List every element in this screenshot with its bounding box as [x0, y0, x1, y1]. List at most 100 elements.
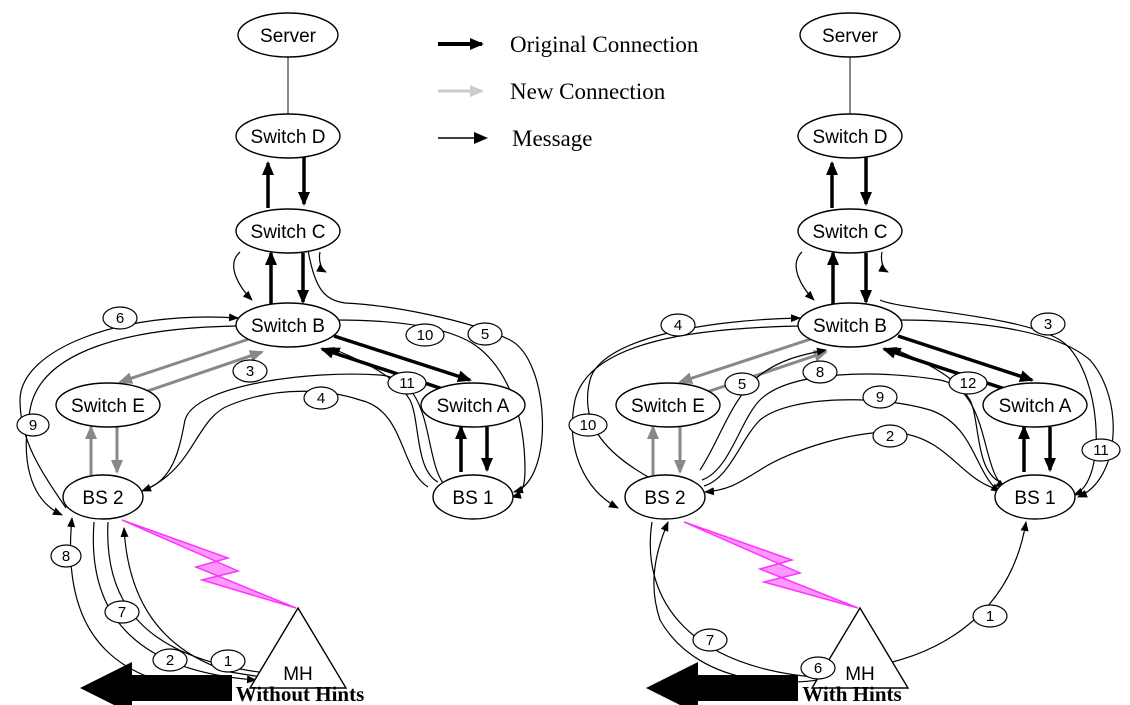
node-switch-e-label: Switch E	[71, 396, 145, 417]
msg-11-path	[897, 319, 1114, 498]
step-label-8: 8	[62, 548, 70, 565]
step-label: 10	[405, 323, 445, 347]
msg-12-path	[891, 347, 1001, 483]
node-switch-e: Switch E	[615, 382, 721, 428]
msg-b-to-c-loop	[878, 251, 889, 273]
step-label-2: 2	[166, 652, 174, 669]
legend-new: New Connection	[438, 79, 666, 104]
step-label: 5	[467, 322, 503, 346]
step-label-11: 11	[1093, 442, 1109, 459]
msg-7-path	[92, 521, 257, 684]
node-switch-d-label: Switch D	[251, 127, 326, 148]
node-switch-d: Switch D	[235, 113, 341, 159]
node-switch-d: Switch D	[797, 113, 903, 159]
step-label-7: 7	[706, 632, 714, 649]
step-label: 1	[972, 604, 1008, 628]
step-label: 12	[948, 371, 988, 395]
node-switch-d-label: Switch D	[813, 127, 888, 148]
node-bs2: BS 2	[624, 474, 706, 520]
node-switch-a-label: Switch A	[437, 396, 510, 417]
orig-b-to-a	[897, 334, 1034, 382]
msg-9-path	[25, 325, 237, 516]
step-label-3: 3	[246, 363, 254, 380]
step-label-10: 10	[580, 417, 597, 434]
step-label: 3	[232, 359, 268, 383]
node-bs1: BS 1	[994, 474, 1076, 520]
node-mh-label: MH	[283, 664, 313, 685]
orig-b-to-a	[333, 334, 472, 383]
msg-4-path	[141, 390, 429, 492]
step-label-7: 7	[118, 604, 126, 621]
step-label: 2	[872, 424, 908, 448]
node-bs2-label: BS 2	[82, 488, 123, 509]
node-switch-b-label: Switch B	[813, 316, 887, 337]
msg-8-path	[701, 373, 1006, 489]
movement-arrow	[80, 662, 232, 705]
step-label-6: 6	[116, 310, 124, 327]
step-label-11: 11	[399, 375, 415, 392]
step-label-10: 10	[417, 327, 434, 344]
orig-a-to-b	[882, 347, 1021, 396]
step-label: 9	[16, 413, 50, 437]
node-switch-e-label: Switch E	[631, 396, 705, 417]
step-label: 1	[210, 649, 246, 673]
node-bs1-label: BS 1	[452, 488, 493, 509]
legend-new-label: New Connection	[510, 79, 666, 104]
node-switch-c-label: Switch C	[813, 222, 888, 243]
step-label-8: 8	[816, 364, 824, 381]
msg-5-path	[307, 249, 544, 494]
msg-8-path	[67, 517, 233, 691]
msg-2-path	[704, 431, 1001, 496]
node-bs2-label: BS 2	[644, 488, 685, 509]
step-label: 4	[660, 313, 696, 337]
step-label-9: 9	[876, 389, 884, 406]
node-mh: MH	[810, 606, 910, 689]
msg-1-path	[859, 521, 1029, 669]
node-bs1-label: BS 1	[1014, 488, 1055, 509]
step-label-1: 1	[986, 608, 994, 625]
wireless-link	[683, 521, 859, 609]
legend-message: Message	[438, 126, 592, 151]
msg-10-path	[335, 319, 526, 499]
step-label: 4	[303, 386, 339, 410]
step-label: 11	[387, 371, 427, 395]
step-label: 8	[50, 544, 82, 568]
orig-a-to-b	[320, 347, 459, 396]
legend-message-label: Message	[512, 126, 592, 151]
wireless-link	[121, 519, 297, 609]
node-server-label: Server	[260, 26, 317, 47]
msg-c-to-b-loop	[795, 251, 815, 301]
step-label: 6	[102, 306, 138, 330]
node-server: Server	[799, 12, 901, 58]
new-e-to-b	[129, 350, 264, 399]
node-switch-c: Switch C	[797, 208, 903, 254]
new-b-to-e	[678, 336, 815, 384]
node-switch-c-label: Switch C	[251, 222, 326, 243]
node-mh-label: MH	[845, 664, 875, 685]
step-label-2: 2	[886, 428, 894, 445]
step-label: 3	[1030, 312, 1066, 336]
panel-without-hints: Server Switch D Switch C Switch B Switch…	[16, 12, 544, 705]
node-switch-a: Switch A	[420, 382, 526, 428]
msg-6-path	[19, 313, 239, 509]
node-switch-c: Switch C	[235, 208, 341, 254]
msg-10-path	[571, 325, 801, 509]
panel-with-hints: Server Switch D Switch C Switch B Switch…	[568, 12, 1121, 705]
msg-6-path	[653, 521, 856, 683]
node-server: Server	[237, 12, 339, 58]
step-label-12: 12	[960, 375, 977, 392]
step-label: 6	[800, 656, 836, 680]
legend: Original Connection New Connection Messa…	[438, 32, 699, 151]
node-mh: MH	[248, 606, 348, 689]
panel-caption: Without Hints	[236, 682, 365, 705]
step-label-6: 6	[814, 660, 822, 677]
step-label-9: 9	[29, 417, 37, 434]
node-switch-b-label: Switch B	[251, 316, 325, 337]
msg-5-path	[699, 347, 827, 471]
msg-7-path	[649, 521, 827, 682]
msg-4-path	[586, 314, 801, 479]
node-switch-a: Switch A	[982, 382, 1088, 428]
step-label: 7	[692, 628, 728, 652]
legend-original: Original Connection	[438, 32, 699, 57]
